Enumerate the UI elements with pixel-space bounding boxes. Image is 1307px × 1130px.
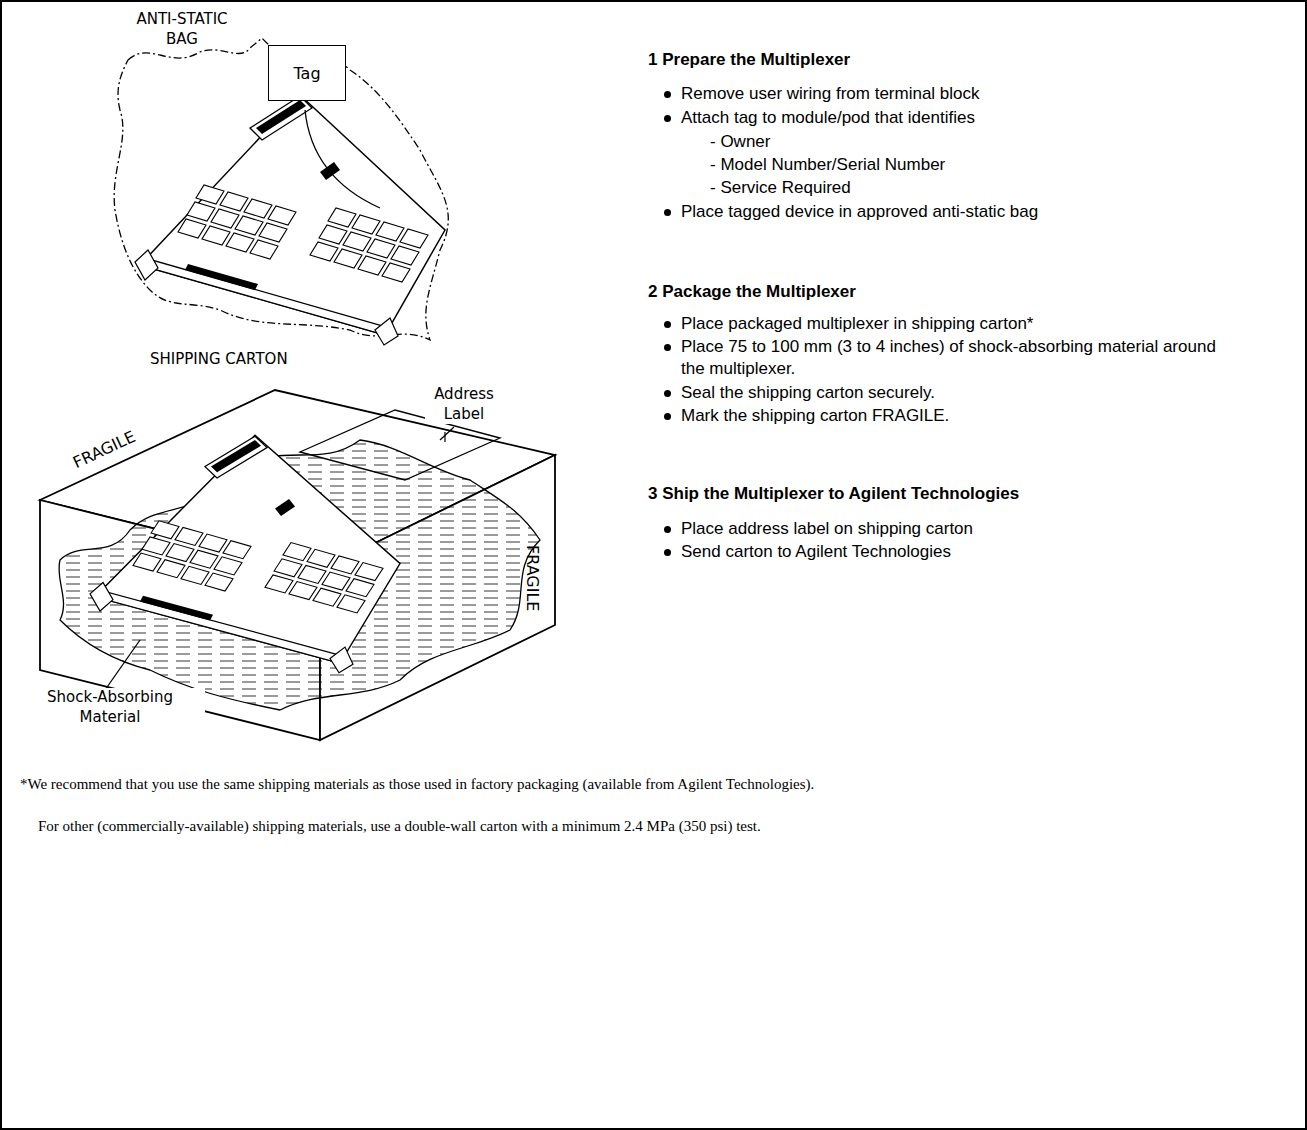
- sub-item: - Service Required: [710, 177, 1270, 199]
- step-item: Seal the shipping carton securely.: [681, 382, 1281, 404]
- step-item: Place tagged device in approved anti-sta…: [681, 201, 1291, 223]
- bullet-dot: [664, 209, 671, 216]
- step-item: Remove user wiring from terminal block: [681, 83, 1281, 105]
- material-label: Shock-Absorbing Material: [15, 688, 205, 727]
- bullet-dot: [664, 549, 671, 556]
- carton-label: SHIPPING CARTON: [150, 350, 390, 370]
- step-item: Place address label on shipping carton: [681, 518, 1281, 540]
- step-item: Place 75 to 100 mm (3 to 4 inches) of sh…: [681, 336, 1241, 380]
- bullet-dot: [664, 413, 671, 420]
- bullet-dot: [664, 91, 671, 98]
- packed-board: [90, 435, 400, 673]
- tag-box: Tag: [268, 45, 346, 101]
- footnote: For other (commercially-available) shipp…: [38, 817, 1038, 837]
- leader-line: [105, 640, 140, 690]
- bullet-dot: [664, 526, 671, 533]
- sub-item: - Model Number/Serial Number: [710, 154, 1270, 176]
- leader-line: [440, 427, 454, 440]
- bullet-dot: [664, 390, 671, 397]
- step-item: Attach tag to module/pod that identifies: [681, 107, 1281, 129]
- multiplexer-board: [135, 95, 445, 345]
- bullet-dot: [664, 344, 671, 351]
- step-heading: 3 Ship the Multiplexer to Agilent Techno…: [648, 483, 1288, 505]
- bullet-dot: [664, 321, 671, 328]
- step-item: Send carton to Agilent Technologies: [681, 541, 1281, 563]
- tag-string: [305, 110, 380, 208]
- step-heading: 2 Package the Multiplexer: [648, 281, 1248, 303]
- sub-item: - Owner: [710, 131, 1270, 153]
- footnote: *We recommend that you use the same ship…: [20, 775, 900, 795]
- step-item: Place packaged multiplexer in shipping c…: [681, 313, 1291, 335]
- step-item: Mark the shipping carton FRAGILE.: [681, 405, 1281, 427]
- tag-text: Tag: [293, 64, 320, 83]
- fragile-mark: FRAGILE: [521, 545, 542, 611]
- bag-label: ANTI-STATIC BAG: [122, 10, 242, 49]
- bullet-dot: [664, 115, 671, 122]
- address-label: Address Label: [425, 385, 503, 424]
- step-heading: 1 Prepare the Multiplexer: [648, 49, 1248, 71]
